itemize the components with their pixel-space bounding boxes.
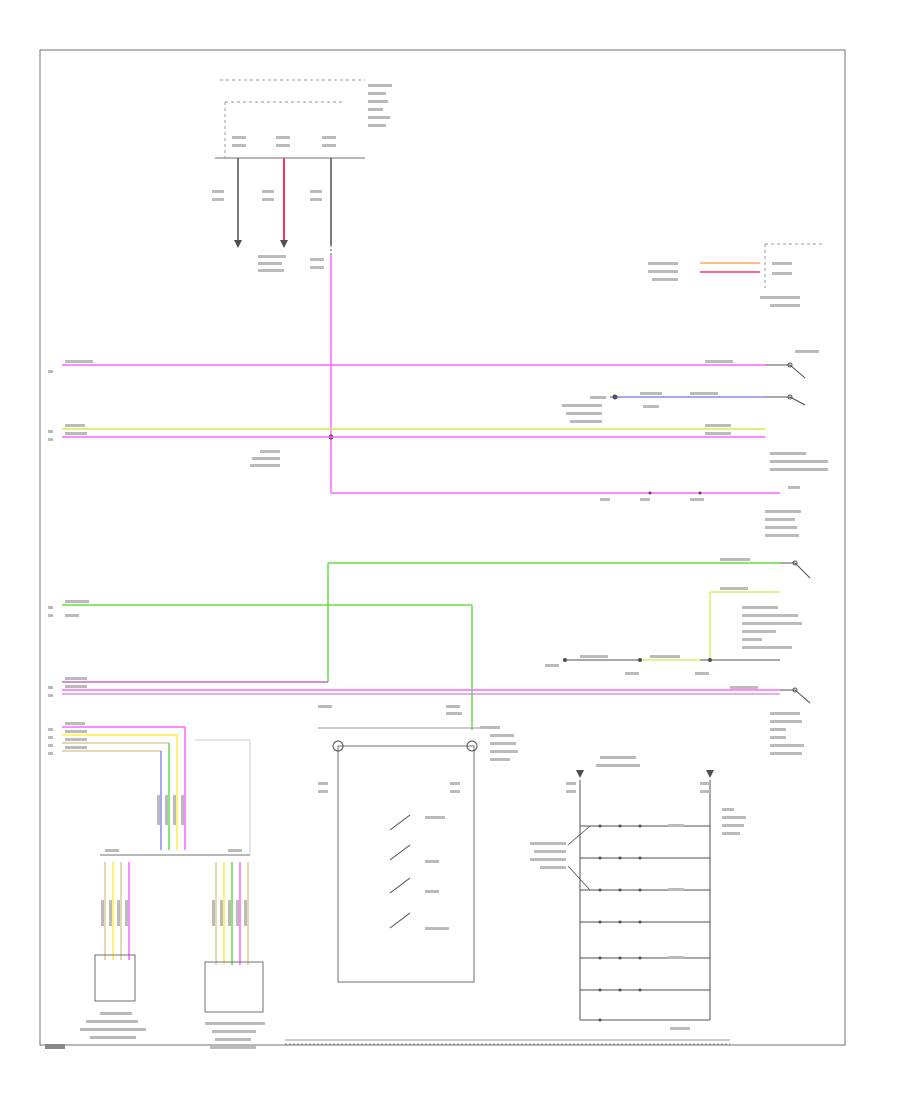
top-connector [215, 79, 392, 159]
footer-tab [45, 1044, 65, 1049]
bottom-left-harness [48, 722, 265, 1049]
right-top-component [648, 243, 825, 307]
diagram-frame [39, 49, 846, 1046]
right-bottom-component [530, 756, 746, 1030]
switch-box [318, 705, 518, 983]
